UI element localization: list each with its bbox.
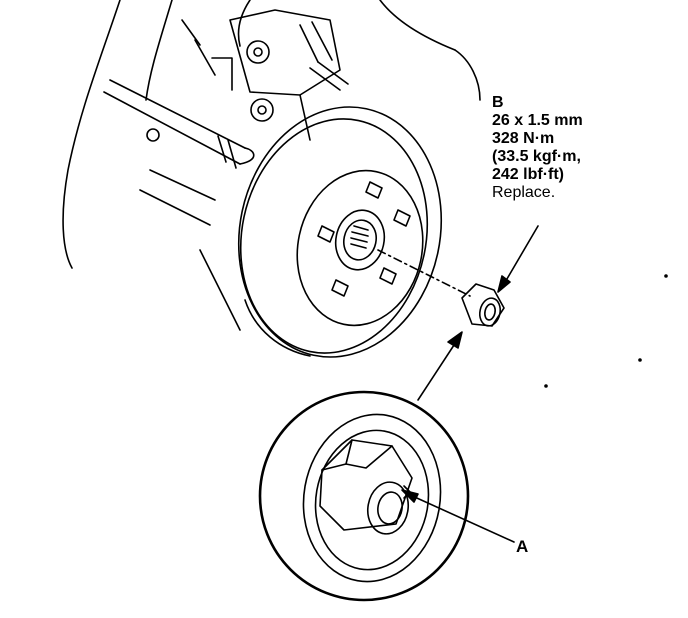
detail-circle <box>258 390 470 602</box>
callout-a: A <box>516 537 529 556</box>
callout-b-note: Replace. <box>492 184 556 201</box>
leader-arrow-a <box>401 489 515 543</box>
callout-b-size: 26 x 1.5 mm <box>492 112 583 129</box>
lower-arm <box>139 169 241 331</box>
fender-bolt <box>146 128 160 142</box>
stray-dots <box>544 274 668 388</box>
drive-shaft <box>103 61 349 169</box>
leader-arrow-b <box>497 225 539 293</box>
callout-b-letter: B <box>492 94 504 111</box>
callout-b: B 26 x 1.5 mm 328 N·m (33.5 kgf·m, 242 l… <box>492 94 583 202</box>
spindle-nut <box>461 283 505 327</box>
steering-knuckle <box>181 9 341 141</box>
callout-b-torque-nm: 328 N·m <box>492 130 555 147</box>
callout-b-torque-kgf: (33.5 kgf·m, <box>492 148 581 165</box>
brake-disc <box>237 106 443 358</box>
hub-spindle <box>334 209 386 271</box>
wheel-studs <box>317 181 411 297</box>
callout-b-torque-lbf: 242 lbf·ft) <box>492 166 564 183</box>
fender-outline <box>62 0 481 269</box>
detail-arrow <box>417 331 463 401</box>
alignment-line <box>377 249 471 297</box>
